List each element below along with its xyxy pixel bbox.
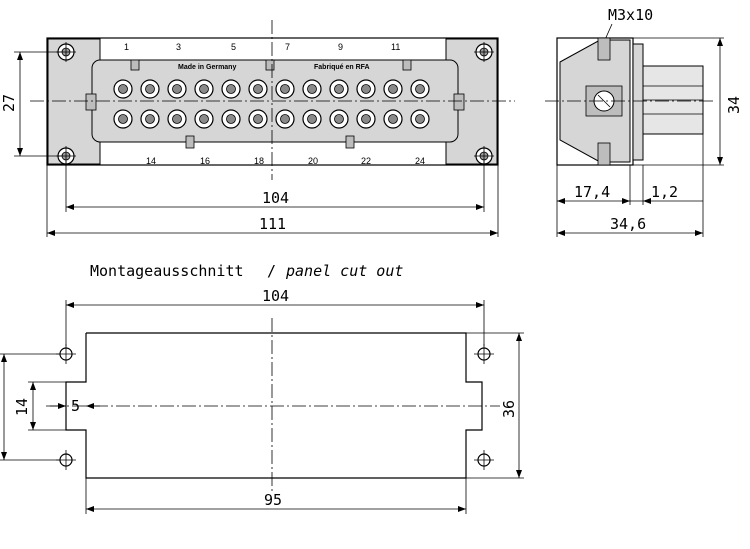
front-view: 1 3 5 7 9 11 14 16 18 20 22 24 Made in G…: [0, 20, 515, 237]
contact-pin: [118, 84, 128, 94]
dim-height-27: 27: [0, 94, 18, 112]
pin-number: 24: [415, 156, 425, 166]
pin-number: 1: [124, 42, 129, 52]
pin-number: 14: [146, 156, 156, 166]
side-screw-bottom: [597, 142, 611, 166]
screw-label-m3x10: M3x10: [608, 6, 653, 24]
side-plug-face: [632, 43, 644, 161]
contact-pin: [145, 114, 155, 124]
dim-cut-width-95: 95: [264, 491, 282, 509]
contact-pin: [253, 114, 263, 124]
contact-pin: [334, 114, 344, 124]
coding-key: [265, 59, 275, 71]
contact-pin: [280, 84, 290, 94]
side-screw-top: [597, 37, 611, 61]
marking-fabrique-en-rfa: Fabriqué en RFA: [314, 64, 370, 71]
cutout-outline: [65, 332, 483, 479]
locking-pin-left: [85, 93, 97, 111]
front-flange-outline: [46, 37, 499, 166]
dim-outer-width-111: 111: [259, 215, 286, 233]
dim-left-partial: 1: [0, 423, 4, 432]
dim-inner-width-104: 104: [262, 189, 289, 207]
panel-cutout-view: Montageausschnitt / panel cut out 104 95: [0, 262, 524, 514]
contact-pin: [226, 114, 236, 124]
pin-number: 11: [391, 42, 400, 52]
dim-depth-17-4: 17,4: [574, 183, 610, 201]
contact-pin: [307, 84, 317, 94]
cutout-title-de: Montageausschnitt: [90, 262, 244, 280]
contact-pin: [199, 114, 209, 124]
pin-number: 16: [200, 156, 210, 166]
contact-pin: [334, 84, 344, 94]
coding-key: [402, 59, 412, 71]
contact-row-bottom: [113, 109, 430, 129]
cutout-title-en: panel cut out: [285, 262, 403, 280]
contact-pin: [361, 84, 371, 94]
contact-pin: [280, 114, 290, 124]
contact-pin: [145, 84, 155, 94]
contact-pin: [415, 114, 425, 124]
pin-number: 22: [361, 156, 371, 166]
dim-hole-spacing-104: 104: [262, 287, 289, 305]
contact-pin: [388, 84, 398, 94]
dim-depth-1-2: 1,2: [651, 183, 678, 201]
cutout-title-separator: /: [267, 262, 276, 280]
dim-side-height-34: 34: [725, 96, 743, 114]
locking-pin-right: [453, 93, 465, 111]
side-view: M3x10 34 17,4 1,2: [545, 6, 743, 237]
dim-cut-height-36: 36: [500, 400, 518, 418]
dim-notch-height-14: 14: [13, 398, 31, 416]
contact-pin: [118, 114, 128, 124]
mounting-screw-top-left: [56, 42, 76, 62]
pin-number: 3: [176, 42, 181, 52]
contact-pin: [307, 114, 317, 124]
marking-made-in-germany: Made in Germany: [178, 64, 236, 71]
contact-pin: [199, 84, 209, 94]
contact-pin: [415, 84, 425, 94]
pin-number: 5: [231, 42, 236, 52]
contact-pin: [226, 84, 236, 94]
dim-total-34-6: 34,6: [610, 215, 646, 233]
coding-key: [130, 59, 140, 71]
mounting-screw-top-right: [474, 42, 494, 62]
pin-number: 18: [254, 156, 264, 166]
contact-pin: [361, 114, 371, 124]
pin-number: 7: [285, 42, 290, 52]
contact-pin: [253, 84, 263, 94]
contact-row-top: [113, 79, 430, 99]
coding-key: [185, 135, 195, 149]
contact-pin: [172, 114, 182, 124]
pin-number: 9: [338, 42, 343, 52]
dim-offset-5: 5: [71, 397, 80, 415]
contact-pin: [172, 84, 182, 94]
mounting-screw-bottom-right: [474, 146, 494, 166]
contact-pin: [388, 114, 398, 124]
pin-number: 20: [308, 156, 318, 166]
coding-key: [345, 135, 355, 149]
